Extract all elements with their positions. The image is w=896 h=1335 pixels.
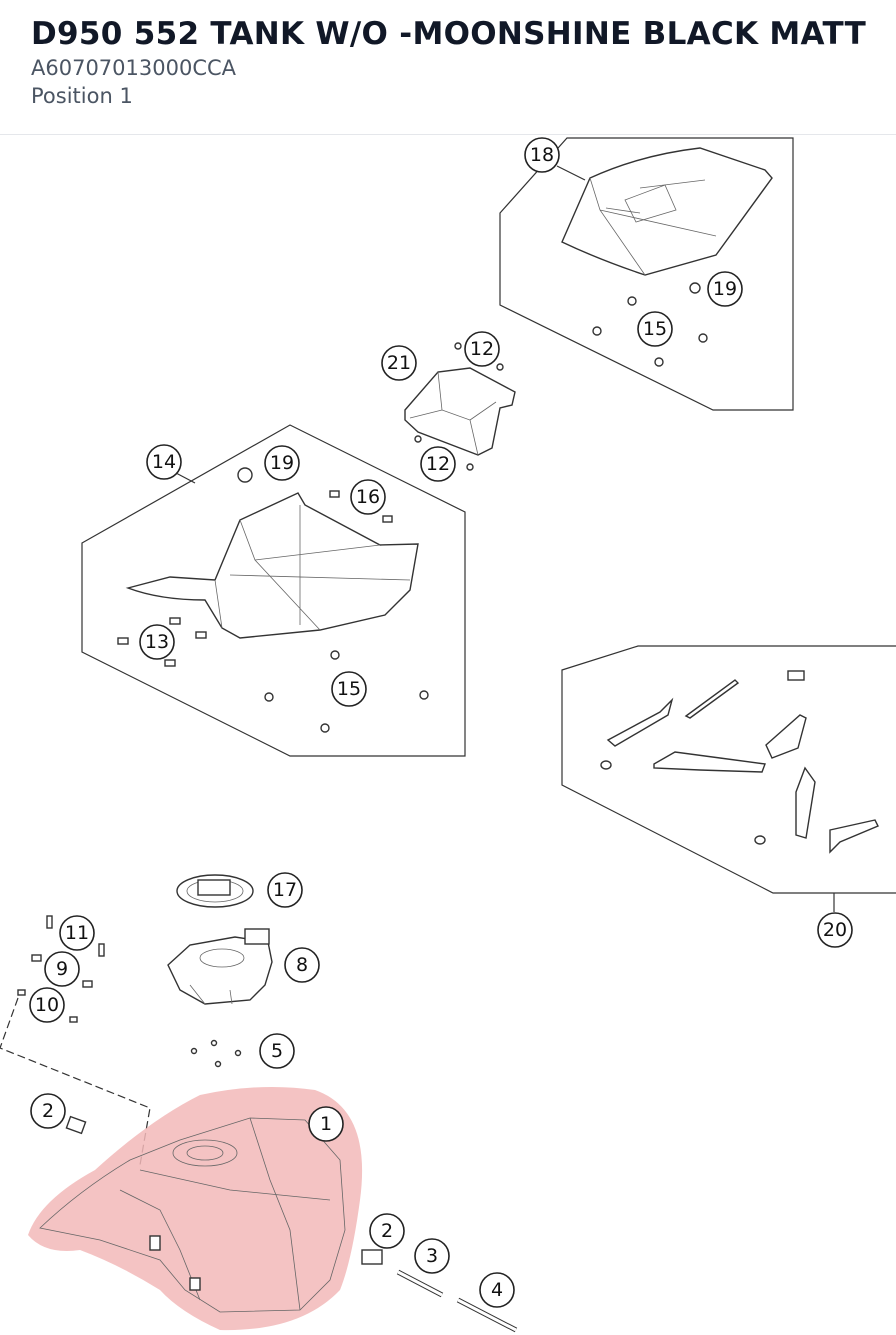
callout-14[interactable]: 14 bbox=[146, 444, 182, 480]
callout-8-label: 8 bbox=[296, 954, 308, 976]
callout-10[interactable]: 10 bbox=[29, 987, 65, 1023]
callout-2-label: 2 bbox=[42, 1100, 54, 1122]
callout-20-label: 20 bbox=[823, 919, 847, 941]
callout-14-label: 14 bbox=[152, 451, 176, 473]
callout-20[interactable]: 20 bbox=[817, 912, 853, 948]
seat-bracket-part bbox=[404, 342, 516, 471]
trim-parts-group bbox=[561, 645, 896, 912]
callout-2[interactable]: 2 bbox=[369, 1213, 405, 1249]
callout-2[interactable]: 2 bbox=[30, 1093, 66, 1129]
callout-1-label: 1 bbox=[320, 1113, 332, 1135]
callout-16[interactable]: 16 bbox=[350, 479, 386, 515]
callout-12[interactable]: 12 bbox=[420, 446, 456, 482]
page-header: D950 552 TANK W/O -MOONSHINE BLACK MATT … bbox=[0, 0, 896, 135]
callout-15-label: 15 bbox=[643, 318, 667, 340]
callout-17[interactable]: 17 bbox=[267, 872, 303, 908]
callout-19[interactable]: 19 bbox=[264, 445, 300, 481]
rider-seat-group bbox=[81, 424, 466, 757]
pillion-seat-group bbox=[499, 137, 794, 411]
dashed-leader bbox=[0, 997, 151, 1166]
fuel-tank-highlighted bbox=[28, 1086, 363, 1331]
position-label: Position 1 bbox=[31, 84, 133, 108]
callout-3-label: 3 bbox=[426, 1245, 438, 1267]
callout-16-label: 16 bbox=[356, 486, 380, 508]
callout-15-label: 15 bbox=[337, 678, 361, 700]
callout-3[interactable]: 3 bbox=[414, 1238, 450, 1274]
callout-21-label: 21 bbox=[387, 352, 411, 374]
callout-12-label: 12 bbox=[470, 338, 494, 360]
filler-cap-part bbox=[176, 874, 254, 908]
callout-8[interactable]: 8 bbox=[284, 947, 320, 983]
page-title: D950 552 TANK W/O -MOONSHINE BLACK MATT bbox=[31, 16, 867, 52]
leader-lines bbox=[175, 165, 586, 484]
small-fasteners bbox=[17, 915, 242, 1068]
callout-13-label: 13 bbox=[145, 631, 169, 653]
callout-1[interactable]: 1 bbox=[308, 1106, 344, 1142]
callout-21[interactable]: 21 bbox=[381, 345, 417, 381]
callout-12[interactable]: 12 bbox=[464, 331, 500, 367]
callout-5-label: 5 bbox=[271, 1040, 283, 1062]
tank-attachments bbox=[65, 1115, 518, 1333]
callout-19[interactable]: 19 bbox=[707, 271, 743, 307]
callout-9[interactable]: 9 bbox=[44, 951, 80, 987]
callout-13[interactable]: 13 bbox=[139, 624, 175, 660]
callout-18-label: 18 bbox=[530, 144, 554, 166]
callout-12-label: 12 bbox=[426, 453, 450, 475]
callout-9-label: 9 bbox=[56, 958, 68, 980]
callout-19-label: 19 bbox=[713, 278, 737, 300]
exploded-parts-diagram: 1 2 2 3 4 5 8 9 10 11 12 12 13 14 15 15 bbox=[0, 137, 896, 1333]
callout-15[interactable]: 15 bbox=[331, 671, 367, 707]
callout-11[interactable]: 11 bbox=[59, 915, 95, 951]
callout-2-label: 2 bbox=[381, 1220, 393, 1242]
callout-4-label: 4 bbox=[491, 1279, 503, 1301]
callout-18[interactable]: 18 bbox=[524, 137, 560, 173]
tank-highlight bbox=[28, 1086, 363, 1331]
callout-15[interactable]: 15 bbox=[637, 311, 673, 347]
callout-11-label: 11 bbox=[65, 922, 89, 944]
callout-17-label: 17 bbox=[273, 879, 297, 901]
callout-5[interactable]: 5 bbox=[259, 1033, 295, 1069]
part-number: A60707013000CCA bbox=[31, 56, 237, 80]
callout-4[interactable]: 4 bbox=[479, 1272, 515, 1308]
callout-19-label: 19 bbox=[270, 452, 294, 474]
fuel-pump-part bbox=[167, 928, 273, 1005]
callout-10-label: 10 bbox=[35, 994, 59, 1016]
